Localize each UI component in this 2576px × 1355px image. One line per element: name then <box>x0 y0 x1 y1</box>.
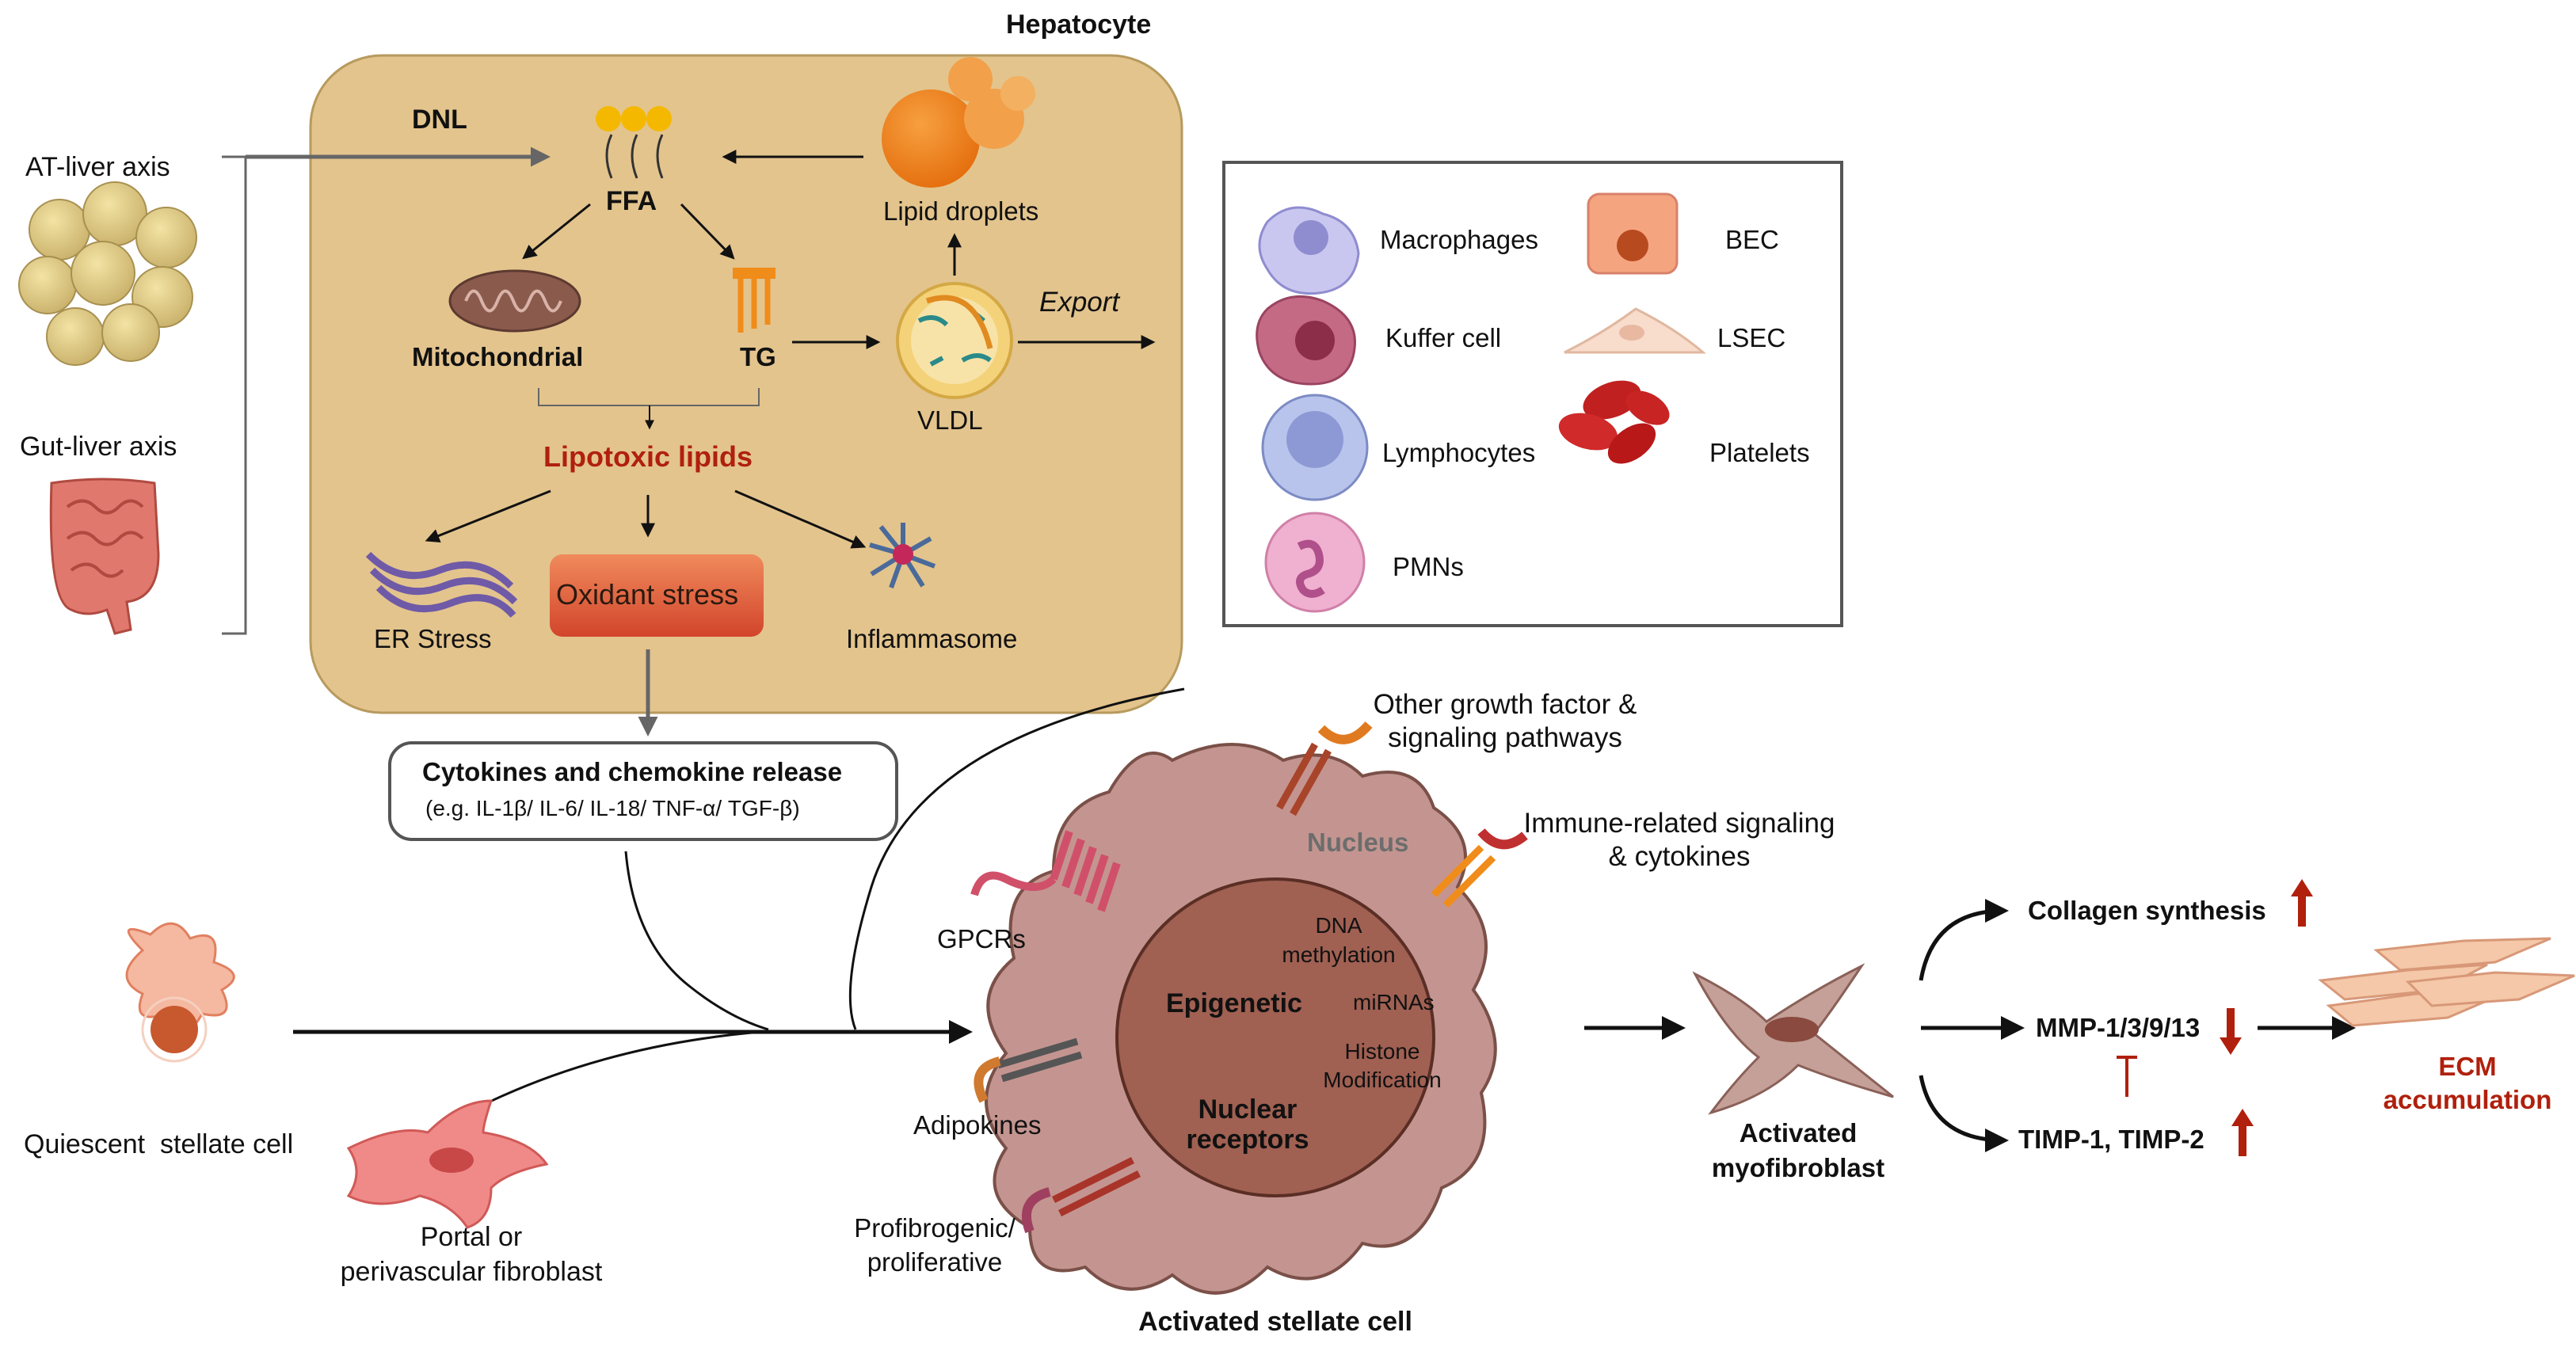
dnl-label: DNL <box>412 105 467 135</box>
growth-factor-receptor-icon <box>1276 721 1373 816</box>
lipid-droplets-icon <box>882 57 1035 188</box>
adipokine-receptor-icon <box>974 1037 1083 1103</box>
gut-liver-axis-label: Gut-liver axis <box>20 432 177 462</box>
cytokines-examples: (e.g. IL-1β/ IL-6/ IL-18/ TNF-α/ TGF-β) <box>425 796 800 820</box>
oxidant-stress-box <box>550 554 764 637</box>
vldl-label: VLDL <box>917 405 983 435</box>
legend-lymphocytes: Lymphocytes <box>1382 438 1536 467</box>
oxidant-stress-label: Oxidant stress <box>556 578 739 611</box>
collagen-synthesis-label: Collagen synthesis <box>2028 896 2266 925</box>
tg-icon <box>733 268 775 333</box>
mitochondrial-label: Mitochondrial <box>412 342 584 371</box>
timp-up-arrow <box>2231 1109 2254 1156</box>
gpcr-icon <box>970 830 1121 912</box>
to-timp-arrow <box>1919 1075 2009 1152</box>
other-growth-factor-label-2: signaling pathways <box>1388 722 1622 753</box>
immune-receptor-icon <box>1431 828 1528 908</box>
nuclear-receptors-label-2: receptors <box>1186 1125 1309 1155</box>
legend-macrophages: Macrophages <box>1380 225 1538 254</box>
timp-inhibits-mmp-mark <box>2117 1056 2137 1097</box>
collagen-up-arrow <box>2291 879 2313 927</box>
portal-fibroblast-icon <box>346 1099 549 1229</box>
intestine-icon <box>49 478 160 635</box>
other-growth-factor-label-1: Other growth factor & <box>1373 689 1637 720</box>
myofibroblast-icon <box>1692 963 1894 1115</box>
cytokine-curve <box>624 851 769 1031</box>
lipotoxic-lipids-label: Lipotoxic lipids <box>543 440 753 473</box>
ffa-to-mito-arrow <box>522 203 591 260</box>
axis-bracket <box>222 155 247 635</box>
activated-stellate-label: Activated stellate cell <box>1138 1307 1412 1337</box>
ffa-icon <box>596 106 672 179</box>
legend-lsec: LSEC <box>1717 323 1786 352</box>
adipose-tissue-icon <box>18 181 197 366</box>
legend-kuffer-cell: Kuffer cell <box>1385 323 1502 352</box>
at-liver-axis-label: AT-liver axis <box>25 152 170 182</box>
portal-fibroblast-label-1: Portal or <box>420 1222 523 1252</box>
legend-platelets: Platelets <box>1709 438 1810 467</box>
lipotoxic-to-er-arrow <box>425 489 551 543</box>
dna-methylation-label-1: DNA <box>1315 913 1362 938</box>
hepatocyte-box <box>309 54 1183 714</box>
immune-signaling-label-2: & cytokines <box>1608 841 1751 872</box>
hepatocyte-curve <box>848 687 1185 1030</box>
profibrogenic-label-1: Profibrogenic/ <box>854 1213 1016 1243</box>
export-label: Export <box>1039 287 1120 318</box>
mirnas-label: miRNAs <box>1353 990 1435 1014</box>
lipid-droplets-label: Lipid droplets <box>883 196 1039 226</box>
myofibroblast-label-1: Activated <box>1739 1118 1858 1148</box>
ecm-label-1: ECM <box>2438 1052 2497 1081</box>
immune-signaling-label-1: Immune-related signaling <box>1523 808 1835 839</box>
legend-pmns: PMNs <box>1393 552 1464 581</box>
nucleus-title: Nucleus <box>1307 828 1409 857</box>
histone-label-1: Histone <box>1344 1039 1420 1064</box>
hepatocyte-title: Hepatocyte <box>1006 10 1152 40</box>
epigenetic-label: Epigenetic <box>1166 988 1302 1018</box>
portal-fibroblast-label-2: perivascular fibroblast <box>340 1257 603 1287</box>
er-stress-label: ER Stress <box>374 624 492 653</box>
profibrogenic-label-2: proliferative <box>867 1247 1003 1277</box>
quiescent-stellate-cell-icon <box>125 922 235 1063</box>
nuclear-receptors-label-1: Nuclear <box>1198 1094 1298 1125</box>
platelets-icon <box>1558 380 1670 464</box>
ffa-to-tg-arrow <box>680 203 735 260</box>
lymphocyte-icon <box>1261 394 1369 501</box>
quiescent-stellate-label: Quiescent stellate cell <box>24 1129 294 1159</box>
vldl-icon <box>896 282 1013 399</box>
ecm-cells-icon <box>2318 937 2575 1027</box>
cytokines-box <box>388 741 898 841</box>
dna-methylation-label-2: methylation <box>1282 942 1396 967</box>
inflammasome-label: Inflammasome <box>846 624 1018 653</box>
to-collagen-arrow <box>1919 899 2009 981</box>
ffa-label: FFA <box>606 186 657 216</box>
gpcrs-label: GPCRs <box>937 924 1026 953</box>
ecm-label-2: accumulation <box>2383 1085 2552 1114</box>
lipotoxic-to-inflammasome-arrow <box>734 489 867 549</box>
er-icon <box>365 551 518 619</box>
mitochondria-icon <box>448 269 581 333</box>
pmn-icon <box>1264 512 1366 613</box>
macrophage-icon <box>1258 206 1360 295</box>
lsec-icon <box>1564 307 1707 354</box>
cytokines-title: Cytokines and chemokine release <box>422 757 843 786</box>
tg-label: TG <box>740 342 776 371</box>
mmp-label: MMP-1/3/9/13 <box>2036 1013 2201 1042</box>
mmp-down-arrow <box>2220 1008 2242 1055</box>
timp-label: TIMP-1, TIMP-2 <box>2018 1125 2204 1154</box>
profibrogenic-receptor-icon <box>1022 1156 1141 1234</box>
legend-bec: BEC <box>1725 225 1779 254</box>
kupffer-cell-icon <box>1256 295 1356 386</box>
histone-label-2: Modification <box>1323 1068 1442 1092</box>
inflammasome-icon <box>869 523 936 589</box>
fibroblast-curve <box>474 1030 761 1110</box>
adipokines-label: Adipokines <box>913 1110 1042 1140</box>
bec-icon <box>1587 192 1679 275</box>
myofibroblast-label-2: myofibroblast <box>1711 1153 1885 1182</box>
nucleus-circle <box>1115 877 1435 1197</box>
